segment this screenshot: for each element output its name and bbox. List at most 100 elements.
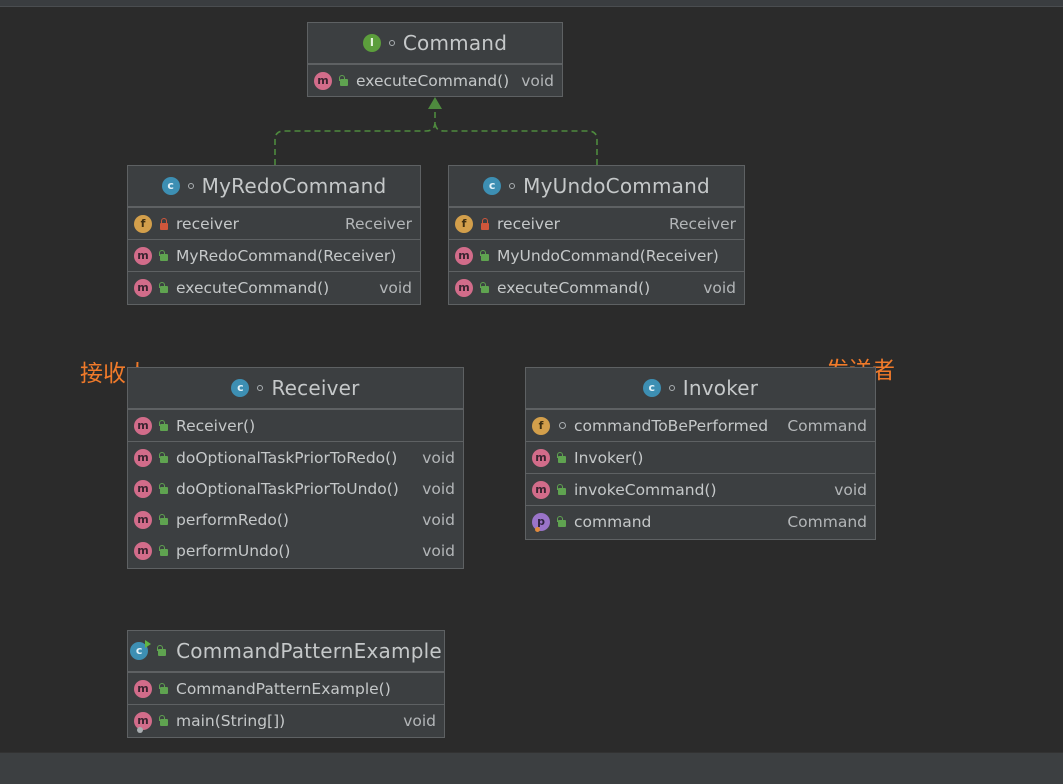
method-type: void: [422, 541, 455, 560]
method-type: void: [379, 278, 412, 297]
static-marker-icon: [137, 726, 143, 733]
public-lock-icon: [158, 249, 170, 262]
public-lock-icon: [158, 682, 170, 695]
edge-my-undo-command-implements-command: [434, 121, 598, 165]
package-visibility-icon: [187, 183, 194, 189]
method-row[interactable]: m performUndo() void: [128, 535, 463, 566]
method-icon: m: [134, 448, 152, 467]
node-command-methods: m executeCommand() void: [308, 64, 562, 96]
public-lock-icon: [158, 451, 170, 464]
method-row[interactable]: m executeCommand() void: [308, 65, 562, 96]
node-my-redo-command[interactable]: c MyRedoCommand f receiver Receiver m My…: [127, 165, 421, 305]
method-icon: m: [134, 679, 152, 698]
method-icon: m: [134, 541, 152, 560]
constructor-row[interactable]: m Invoker(): [526, 442, 875, 473]
node-invoker-methods: m invokeCommand() void: [526, 473, 875, 505]
field-row[interactable]: f receiver Receiver: [128, 208, 420, 239]
public-lock-icon: [479, 249, 491, 262]
property-icon: p: [532, 512, 550, 531]
field-type: Command: [787, 416, 867, 435]
public-lock-icon: [158, 714, 170, 727]
method-icon: m: [134, 246, 152, 265]
method-name: main(String[]): [176, 711, 286, 730]
node-my-undo-command-constructors: m MyUndoCommand(Receiver): [449, 239, 744, 271]
runnable-class-icon: c: [130, 640, 152, 660]
method-row[interactable]: m main(String[]) void: [128, 705, 444, 736]
method-icon: m: [134, 278, 152, 297]
field-name: receiver: [497, 214, 561, 233]
field-icon: f: [455, 214, 473, 233]
package-visibility-icon: [556, 420, 568, 432]
node-my-undo-command-fields: f receiver Receiver: [449, 207, 744, 239]
constructor-row[interactable]: m Receiver(): [128, 410, 463, 441]
package-visibility-icon: [257, 385, 264, 391]
node-invoker[interactable]: c Invoker f commandToBePerformed Command…: [525, 367, 876, 540]
public-lock-icon: [158, 281, 170, 294]
method-icon: m: [455, 246, 473, 265]
node-invoker-properties: p command Command: [526, 505, 875, 537]
method-type: void: [834, 480, 867, 499]
node-my-redo-command-header: c MyRedoCommand: [128, 166, 420, 207]
method-row[interactable]: m performRedo() void: [128, 504, 463, 535]
node-receiver-title: Receiver: [271, 376, 360, 400]
method-row[interactable]: m doOptionalTaskPriorToRedo() void: [128, 442, 463, 473]
node-my-undo-command-title: MyUndoCommand: [523, 174, 710, 198]
class-icon: c: [161, 177, 180, 195]
node-receiver-methods: m doOptionalTaskPriorToRedo() void m doO…: [128, 441, 463, 566]
node-receiver[interactable]: c Receiver m Receiver() m doOptionalTask…: [127, 367, 464, 569]
node-my-undo-command-header: c MyUndoCommand: [449, 166, 744, 207]
property-row[interactable]: p command Command: [526, 506, 875, 537]
constructor-row[interactable]: m CommandPatternExample(): [128, 673, 444, 704]
package-visibility-icon: [509, 183, 516, 189]
method-row[interactable]: m doOptionalTaskPriorToUndo() void: [128, 473, 463, 504]
constructor-row[interactable]: m MyUndoCommand(Receiver): [449, 240, 744, 271]
constructor-name: Invoker(): [574, 448, 644, 467]
public-lock-icon: [156, 645, 168, 657]
private-lock-icon: [479, 217, 491, 230]
method-type: void: [422, 510, 455, 529]
method-icon: m: [134, 416, 152, 435]
method-type: void: [703, 278, 736, 297]
node-command-title: Command: [402, 31, 508, 55]
top-toolbar-strip: [0, 0, 1063, 7]
node-command-pattern-example[interactable]: c CommandPatternExample m CommandPattern…: [127, 630, 445, 738]
field-name: receiver: [176, 214, 240, 233]
public-lock-icon: [158, 419, 170, 432]
node-my-redo-command-methods: m executeCommand() void: [128, 271, 420, 303]
method-type: void: [422, 448, 455, 467]
field-row[interactable]: f commandToBePerformed Command: [526, 410, 875, 441]
method-row[interactable]: m invokeCommand() void: [526, 474, 875, 505]
method-icon: m: [455, 278, 473, 297]
public-lock-icon: [556, 483, 568, 496]
node-command-pattern-example-constructors: m CommandPatternExample(): [128, 672, 444, 704]
node-my-redo-command-fields: f receiver Receiver: [128, 207, 420, 239]
node-invoker-fields: f commandToBePerformed Command: [526, 409, 875, 441]
class-icon: c: [642, 379, 661, 397]
class-icon: c: [483, 177, 502, 195]
node-receiver-constructors: m Receiver(): [128, 409, 463, 441]
public-lock-icon: [338, 74, 350, 87]
method-row[interactable]: m executeCommand() void: [449, 272, 744, 303]
node-my-redo-command-title: MyRedoCommand: [201, 174, 387, 198]
constructor-row[interactable]: m MyRedoCommand(Receiver): [128, 240, 420, 271]
class-icon: c: [231, 379, 250, 397]
field-row[interactable]: f receiver Receiver: [449, 208, 744, 239]
package-visibility-icon: [668, 385, 675, 391]
field-icon: f: [532, 416, 550, 435]
method-name: invokeCommand(): [574, 480, 717, 499]
field-type: Receiver: [344, 214, 412, 233]
node-my-undo-command-methods: m executeCommand() void: [449, 271, 744, 303]
node-command[interactable]: I Command m executeCommand() void: [307, 22, 563, 97]
node-command-pattern-example-methods: m main(String[]) void: [128, 704, 444, 736]
method-row[interactable]: m executeCommand() void: [128, 272, 420, 303]
method-name: executeCommand(): [356, 71, 510, 90]
method-icon: m: [134, 510, 152, 529]
method-name: performRedo(): [176, 510, 289, 529]
interface-icon: I: [362, 34, 381, 52]
node-my-undo-command[interactable]: c MyUndoCommand f receiver Receiver m My…: [448, 165, 745, 305]
method-type: void: [422, 479, 455, 498]
method-icon: m: [532, 448, 550, 467]
package-visibility-icon: [388, 40, 395, 46]
method-icon: m: [134, 711, 152, 730]
